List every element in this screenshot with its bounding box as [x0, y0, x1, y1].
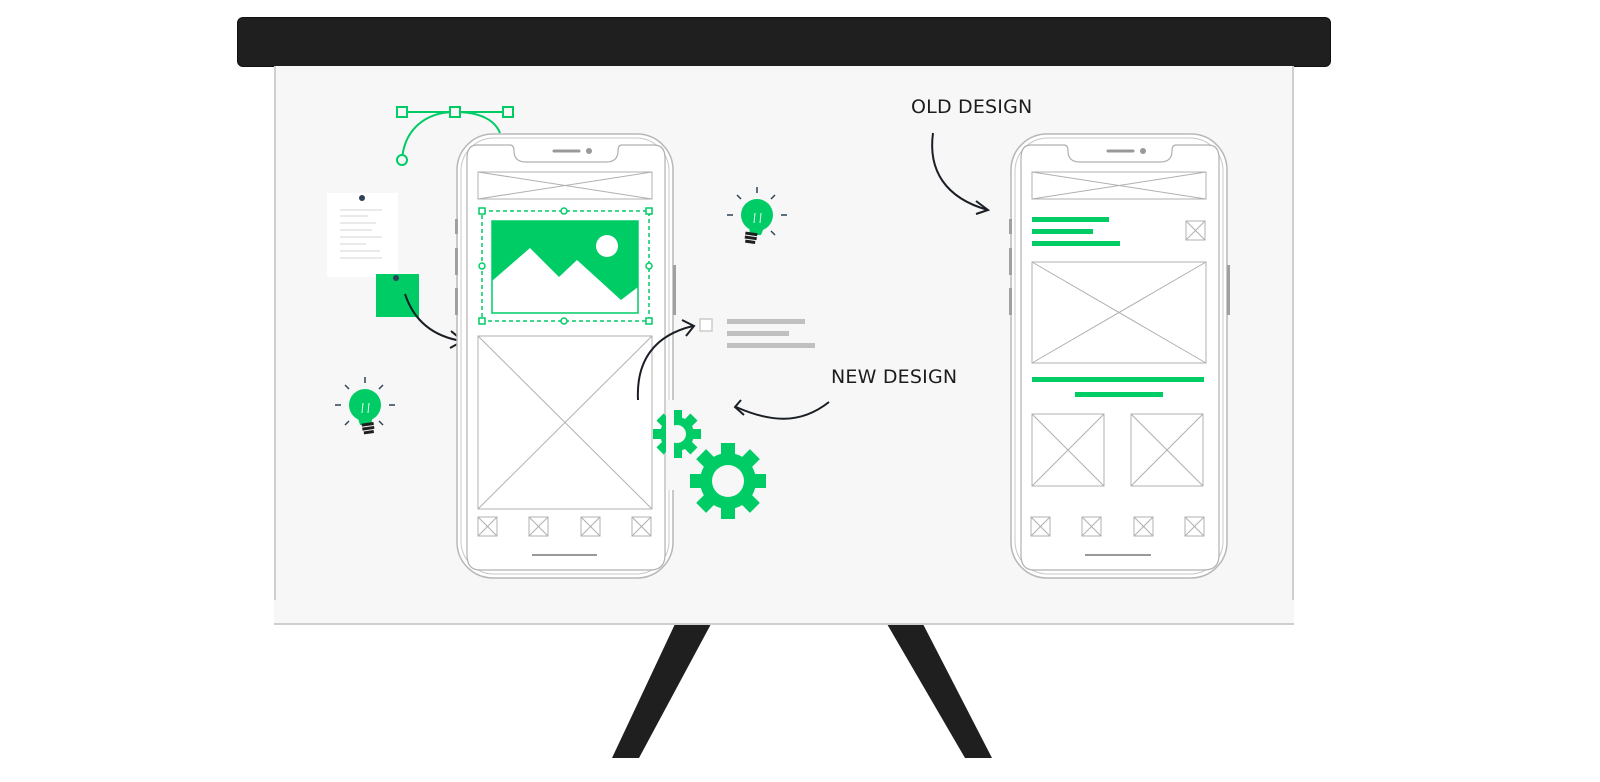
- text-lines-icon: [699, 318, 815, 348]
- tab-bar: [1030, 516, 1205, 537]
- lightbulb-icon: [727, 187, 787, 244]
- board-top-bar: [237, 17, 1331, 67]
- image-placeholder-icon: [478, 207, 653, 325]
- new-design-label: NEW DESIGN: [831, 366, 958, 388]
- text-lines-with-thumb: [1032, 217, 1206, 246]
- gear-small-icon: [653, 410, 701, 458]
- tab-bar: [477, 516, 652, 537]
- lightbulb-icon: [335, 377, 395, 435]
- header-placeholder: [477, 171, 653, 200]
- old-design-label: OLD DESIGN: [911, 96, 1033, 118]
- paper-note-icon: [327, 193, 398, 277]
- bezier-curve-icon: [396, 106, 514, 166]
- two-thumbnails: [1031, 413, 1204, 487]
- arrow-icon: [733, 399, 830, 420]
- new-design-phone: [455, 133, 676, 579]
- header-placeholder: [1031, 171, 1207, 200]
- large-image-placeholder: [477, 335, 653, 510]
- gear-large-icon: [690, 443, 766, 519]
- old-design-phone: [1009, 133, 1230, 579]
- title-lines: [1032, 377, 1204, 397]
- arrow-icon: [636, 319, 696, 401]
- image-placeholder: [1031, 261, 1207, 364]
- board-stand: [612, 624, 992, 758]
- arrow-icon: [931, 132, 991, 215]
